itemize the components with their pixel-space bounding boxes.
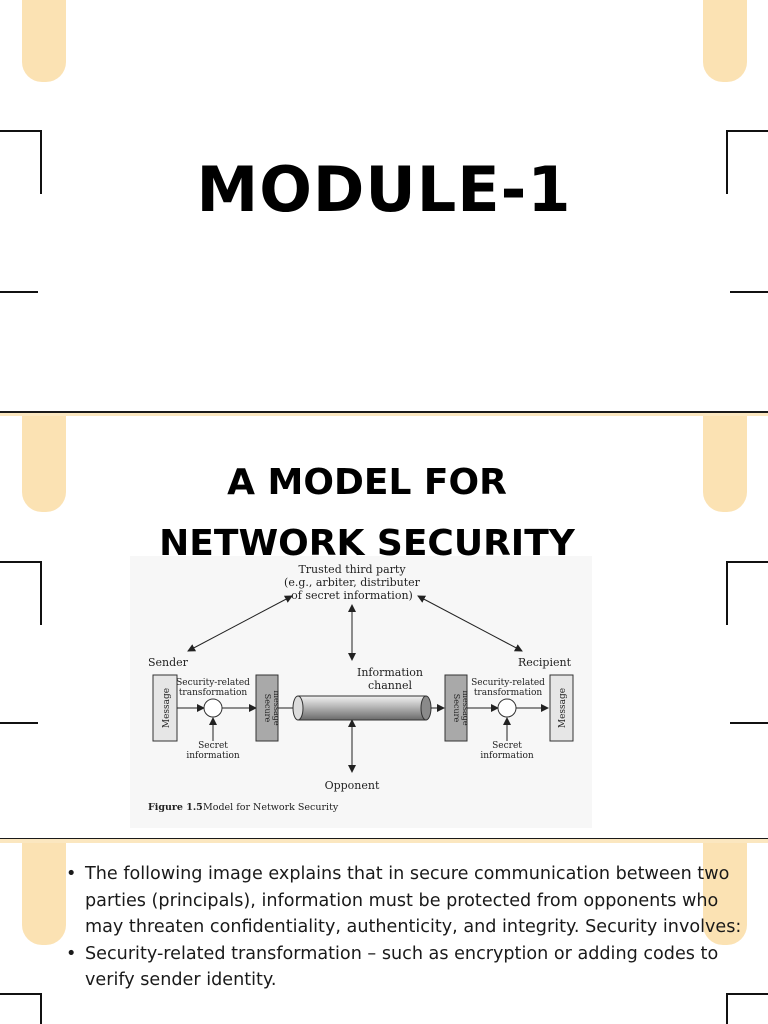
corner-bracket xyxy=(0,561,42,625)
trusted-party-label: Trusted third party xyxy=(298,563,406,576)
secret-info-label: Secret xyxy=(198,741,228,751)
slide-separator xyxy=(0,838,768,843)
trusted-sender-arrow xyxy=(187,595,293,652)
secure-message-label: Secure xyxy=(452,694,461,723)
secret-info-label: information xyxy=(480,751,534,761)
secure-message-label: message xyxy=(272,690,281,725)
pipe-end xyxy=(420,695,432,721)
opponent-label: Opponent xyxy=(325,779,380,792)
sender-transform-circle xyxy=(203,698,223,718)
recipient-label: Recipient xyxy=(518,656,572,669)
trusted-party-label: of secret information) xyxy=(291,589,413,602)
transform-label: Security-related xyxy=(471,678,545,688)
slide-separator xyxy=(0,411,768,416)
secret-info-label: information xyxy=(186,751,240,761)
slide-network-security-model: A MODEL FOR NETWORK SECURITY Trusted thi… xyxy=(0,416,768,838)
decorative-tab xyxy=(22,0,66,82)
transform-label: transformation xyxy=(179,688,248,698)
corner-bracket xyxy=(726,993,768,1024)
message-label: Message xyxy=(558,688,568,728)
network-security-figure: Trusted third party (e.g., arbiter, dist… xyxy=(130,556,592,828)
recipient-transform-circle xyxy=(497,698,517,718)
corner-bracket xyxy=(726,561,768,625)
trusted-recipient-arrow xyxy=(417,595,523,652)
decorative-tab xyxy=(703,416,747,512)
pipe-end xyxy=(292,695,304,721)
message-label: Message xyxy=(162,688,172,728)
information-channel-pipe xyxy=(297,695,427,721)
bullet-list: The following image explains that in sec… xyxy=(66,861,746,994)
secure-message-label: message xyxy=(461,690,470,725)
trusted-party-label: (e.g., arbiter, distributer xyxy=(284,576,421,589)
figure-caption-text: Model for Network Security xyxy=(203,802,339,813)
corner-bracket xyxy=(0,130,42,194)
recipient-message-box xyxy=(549,674,574,742)
corner-bracket xyxy=(726,130,768,194)
sender-message-box xyxy=(152,674,178,742)
sender-label: Sender xyxy=(148,656,189,669)
secret-info-label: Secret xyxy=(492,741,522,751)
info-channel-label: Information xyxy=(357,666,423,679)
bullet-item: Security-related transformation – such a… xyxy=(66,941,746,994)
edge-line xyxy=(0,722,38,724)
slide-module: MODULE-1 xyxy=(0,0,768,411)
decorative-tab xyxy=(703,0,747,82)
slide-explanation: The following image explains that in sec… xyxy=(0,843,768,1024)
secure-message-label: Secure xyxy=(263,694,272,723)
module-title: MODULE-1 xyxy=(196,153,572,226)
slide-title-line: A MODEL FOR xyxy=(227,462,507,503)
decorative-tab xyxy=(22,416,66,512)
edge-line xyxy=(730,722,768,724)
transform-label: transformation xyxy=(474,688,543,698)
transform-label: Security-related xyxy=(176,678,250,688)
edge-line xyxy=(0,291,38,293)
corner-bracket xyxy=(0,993,42,1024)
edge-line xyxy=(730,291,768,293)
info-channel-label: channel xyxy=(368,679,412,692)
decorative-tab xyxy=(22,843,66,945)
figure-caption-number: Figure 1.5 xyxy=(148,802,203,813)
bullet-item: The following image explains that in sec… xyxy=(66,861,746,941)
